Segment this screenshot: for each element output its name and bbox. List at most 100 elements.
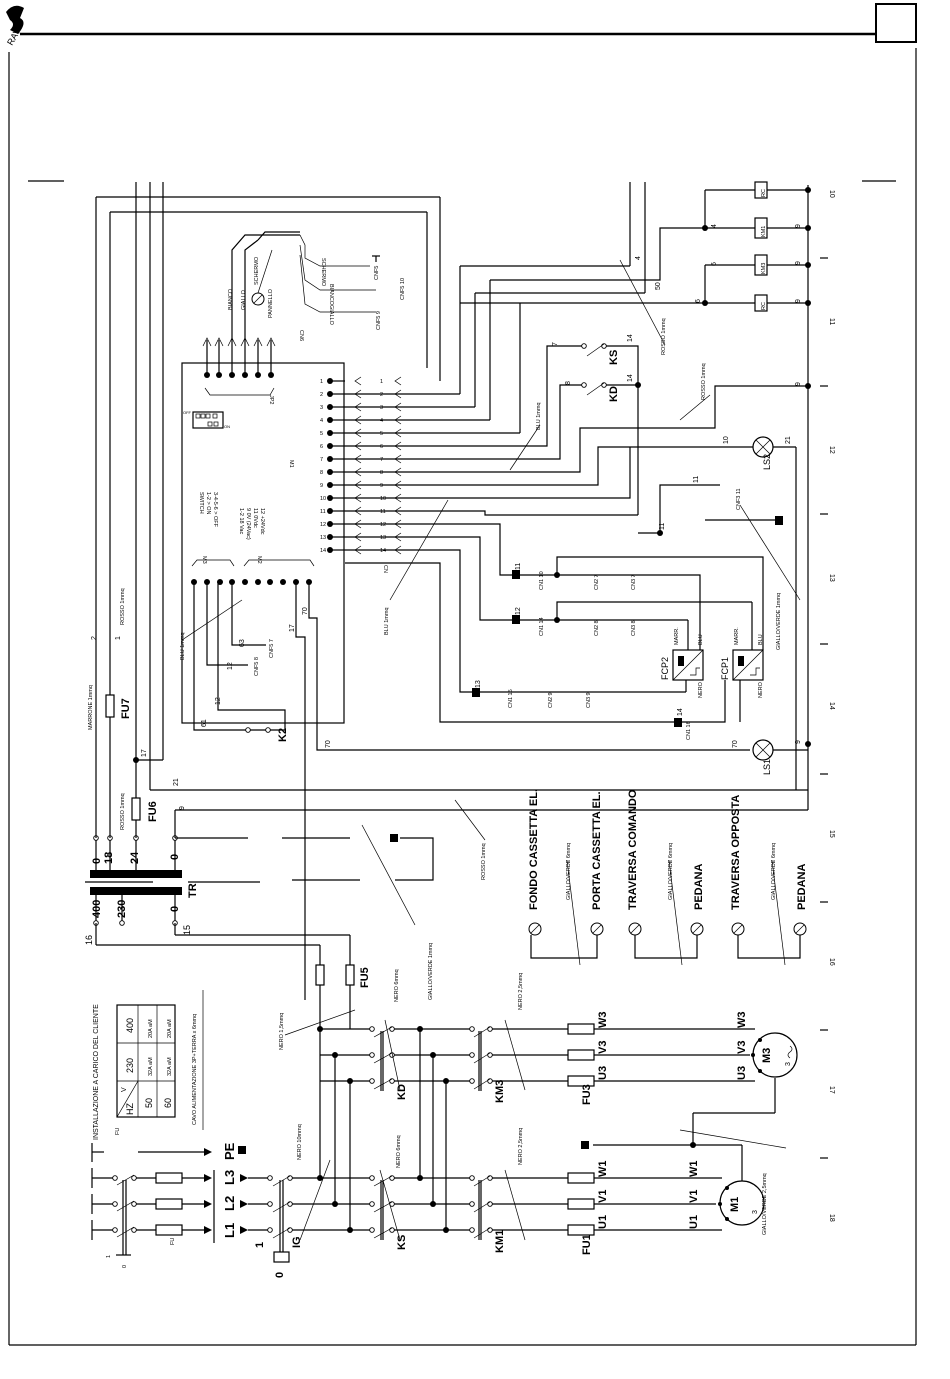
table-fu-label: FU bbox=[115, 1128, 121, 1135]
motor-m3: M3 3 W3 V3 U3 bbox=[736, 1012, 798, 1080]
m1-pin-number: 3 bbox=[320, 405, 323, 411]
supply-note: 9 0V (24Vac) bbox=[245, 508, 251, 540]
w1-label: W1 bbox=[597, 1161, 609, 1178]
cable-note: CAVO ALIMENTAZIONE 3P+TERRA x 6mmq bbox=[192, 1014, 198, 1125]
m1-label: M1 bbox=[729, 1197, 741, 1212]
m1-pin-number: 8 bbox=[380, 470, 383, 476]
m1-connector-label: M1 bbox=[288, 460, 294, 468]
m1-pin-number: 10 bbox=[320, 496, 326, 502]
cnf3-11: CNF3 11 bbox=[736, 488, 742, 510]
earth-b: PEDANA bbox=[693, 863, 705, 910]
earth-wire: GIALLO/VERDE 6mmq bbox=[566, 843, 572, 900]
panel-wire-giallo: GIALLO bbox=[241, 289, 247, 310]
km3-label: KM3 bbox=[494, 1080, 506, 1103]
contactor-km3: KM3 bbox=[469, 1026, 506, 1103]
tr-sec-0: 0 bbox=[91, 858, 103, 864]
m1-pin-number: 10 bbox=[380, 496, 386, 502]
m3-label: M3 bbox=[761, 1048, 773, 1063]
cn-conn: CN1 16 bbox=[686, 721, 692, 740]
m1-pin-number: 7 bbox=[320, 457, 323, 463]
ig-pos-1: 1 bbox=[254, 1242, 266, 1248]
wire-9: 9 bbox=[179, 806, 186, 810]
wire-6: 6 bbox=[711, 262, 718, 266]
fu7-label: FU7 bbox=[120, 698, 132, 719]
m1-pin-number: 6 bbox=[320, 444, 323, 450]
m1-pin-number: 14 bbox=[380, 548, 386, 554]
wire-4: 4 bbox=[711, 224, 718, 228]
cn-conn: CN3 9 bbox=[586, 692, 592, 708]
k2-label: K2 bbox=[277, 728, 289, 742]
column-number: 12 bbox=[828, 446, 835, 454]
cn-conn: CN1 10 bbox=[539, 571, 545, 590]
wire-12: 14 bbox=[627, 334, 634, 342]
sensor-fcp1: FCP1 MARR. BLU NERO bbox=[720, 602, 764, 722]
motor-m1: M1 3 W1 V1 U1 bbox=[688, 1161, 765, 1229]
supply-note: 12 +24Vdc bbox=[259, 508, 265, 535]
wire-11: 11 bbox=[515, 563, 522, 570]
m1-pin-number: 14 bbox=[320, 548, 326, 554]
m1-pin-number: 2 bbox=[320, 392, 323, 398]
cn-conn: CN3 7 bbox=[631, 574, 637, 590]
cnf5-7: CNF5 7 bbox=[269, 639, 275, 658]
m1-pin-number: 1 bbox=[320, 379, 323, 385]
supply-note: 1-2 18 Vac bbox=[238, 508, 244, 534]
wire-70: 70 bbox=[302, 607, 309, 615]
phase-l1: L1 bbox=[222, 1223, 237, 1238]
ig-label: IG bbox=[291, 1236, 303, 1248]
table-cell: 32A aM bbox=[148, 1057, 154, 1076]
tr-pri-0: 0 bbox=[169, 906, 181, 912]
coil-rc2: RC bbox=[761, 302, 767, 310]
earth-b: PEDANA bbox=[796, 863, 808, 910]
sensor-fcp2: FCP2 MARR. BLU NERO bbox=[660, 627, 704, 698]
cn6-label: CN6 bbox=[298, 330, 304, 341]
rosso-label: ROSSO 1mmq bbox=[661, 318, 667, 355]
column-number: 18 bbox=[828, 1214, 835, 1222]
control-board: CN6 JP2 OFF ON SWITCH 1-2 > ON 3-4-5-6 >… bbox=[180, 330, 750, 1000]
fcp2-nero: NERO bbox=[698, 681, 704, 698]
rosso-label: ROSSO 1mmq bbox=[481, 843, 487, 880]
rosso-label: ROSSO 1mmq bbox=[701, 363, 707, 400]
supply-section: 1 0 FU PE L3 L2 L1 1 0 IG bbox=[91, 1142, 303, 1278]
cn-conn: CN1 15 bbox=[508, 689, 514, 708]
v1-label: V1 bbox=[597, 1190, 609, 1203]
brand-logo: RAV bbox=[5, 5, 24, 47]
u1-label: U1 bbox=[597, 1215, 609, 1229]
table-cell: 32A aM bbox=[167, 1057, 173, 1076]
rosso-label: ROSSO 1mmq bbox=[120, 793, 126, 830]
kd-switch-label: KD bbox=[608, 386, 620, 402]
table-row-hz: 50 bbox=[144, 1098, 154, 1108]
wire-21: 21 bbox=[173, 778, 180, 786]
wire-17: 17 bbox=[141, 749, 148, 757]
wire-9: 9 bbox=[795, 382, 802, 386]
earth-b: PORTA CASSETTA EL. bbox=[591, 791, 603, 910]
wire-1: 1 bbox=[115, 636, 122, 640]
transformer: 0 18 24 0 400 230 0 TR 16 15 9 FU6 ROSSO… bbox=[84, 182, 808, 945]
column-numbers: 10 11 12 13 14 15 16 17 18 bbox=[820, 190, 835, 1222]
wire-17b: 17 bbox=[289, 624, 296, 632]
contactor-km1: KM1 bbox=[469, 1175, 506, 1253]
cnf5-schermo: SCHERMO bbox=[320, 258, 326, 287]
fu5-label: FU5 bbox=[359, 967, 371, 988]
wire-label: NERO 2,5mmq bbox=[518, 1128, 524, 1165]
blu-label: BLU 1mmq bbox=[384, 607, 390, 635]
supply-fu-label: FU bbox=[170, 1238, 176, 1245]
column-number: 13 bbox=[828, 574, 835, 582]
m1-pin-number: 4 bbox=[320, 418, 323, 424]
dip-on-label: ON bbox=[224, 424, 230, 429]
switch-note: SWITCH bbox=[198, 492, 204, 514]
table-col-400: 400 bbox=[125, 1018, 135, 1033]
wire-label: NERO 1,5mmq bbox=[279, 1013, 285, 1050]
panel-wire-schermo: SCHERMO bbox=[254, 256, 260, 285]
panel-wire-bianco: BIANCO bbox=[228, 288, 234, 310]
jp2-label: JP2 bbox=[268, 395, 274, 404]
column-number: 16 bbox=[828, 958, 835, 966]
u3-label: U3 bbox=[597, 1066, 609, 1080]
m1-pin-number: 6 bbox=[380, 444, 383, 450]
phase-l3: L3 bbox=[222, 1170, 237, 1185]
km1-label: KM1 bbox=[494, 1230, 506, 1253]
fcp2-marr: MARR. bbox=[674, 627, 680, 645]
wire-label: GIALLO/VERDE 1mmq bbox=[428, 943, 434, 1000]
marrone-label: MARRONE 1mmq bbox=[88, 685, 94, 730]
